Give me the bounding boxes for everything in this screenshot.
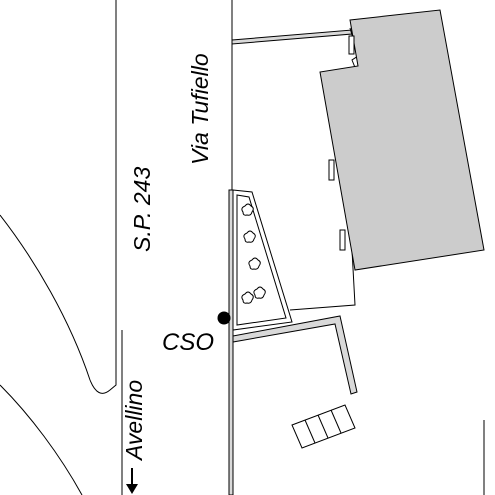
point-label-cso: CSO <box>162 329 214 356</box>
road-edge-upper <box>0 0 117 394</box>
planted-strip-inner <box>236 194 287 326</box>
road-edge-lower <box>0 384 83 495</box>
point-marker-icon[interactable] <box>217 311 231 325</box>
tree-icon <box>248 257 261 270</box>
direction-arrow-icon <box>126 468 138 494</box>
tree-icon <box>253 286 266 299</box>
tree-icon <box>241 203 254 216</box>
road-label-via-tufiello: Via Tufiello <box>187 53 213 165</box>
direction-label-avellino: Avellino <box>121 380 147 462</box>
road-edges <box>0 0 233 495</box>
boundary-wall <box>228 189 234 495</box>
building-notches <box>328 35 355 251</box>
wall-l-shape <box>232 315 358 395</box>
connector-strip-top <box>231 29 353 45</box>
tree-icon <box>241 291 254 304</box>
wall-vertical <box>228 189 234 495</box>
stairs-icon <box>291 404 356 449</box>
tree-icon <box>243 230 256 243</box>
building <box>319 9 485 271</box>
road-label-sp243: S.P. 243 <box>129 167 155 252</box>
tree-group <box>241 203 266 304</box>
